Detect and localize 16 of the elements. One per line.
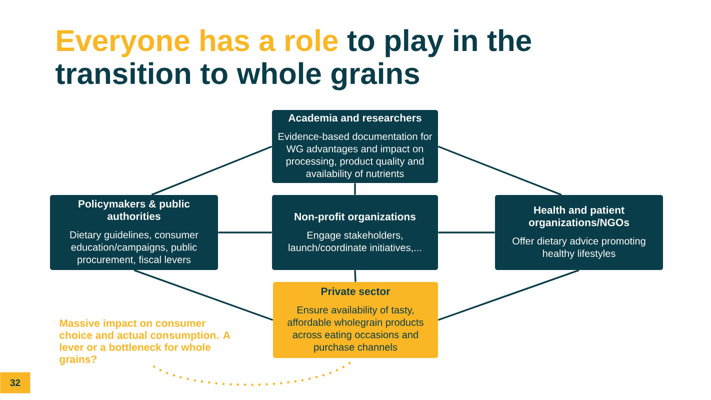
stakeholder-box: Private sector Ensure availability of tasty, affordable wholegrain products across eating occasions and purchase channels: [273, 282, 438, 358]
connector-line: [134, 269, 274, 321]
page-number: 32: [0, 372, 30, 394]
connector-line: [151, 146, 272, 196]
note-text: Massive impact on consumer choice and actual consumption. A lever or a bottleneck for whole grains?: [60, 319, 230, 366]
slide-title: Everyone has a role to play in the transition to whole grains: [56, 29, 531, 90]
connector-line: [218, 232, 272, 234]
connector-line: [438, 146, 562, 196]
stakeholder-box: Policymakers & public authorities Dietary guidelines, consumer education/campaigns, public procurement, fiscal levers: [50, 195, 218, 270]
stakeholder-box: Health and patient organizations/NGOs Offer dietary advice promoting healthy lifestyles: [495, 195, 663, 270]
connector-line: [438, 269, 580, 321]
connector-line: [354, 270, 356, 282]
connector-line: [438, 232, 495, 234]
stakeholder-box: Academia and researchers Evidence-based documentation for WG advantages and impact on processing, product quality and availability of nutrients: [272, 110, 438, 183]
connector-line: [354, 183, 356, 195]
stakeholder-box: Non-profit organizations Engage stakeholders, launch/coordinate initiatives,...: [272, 195, 438, 270]
